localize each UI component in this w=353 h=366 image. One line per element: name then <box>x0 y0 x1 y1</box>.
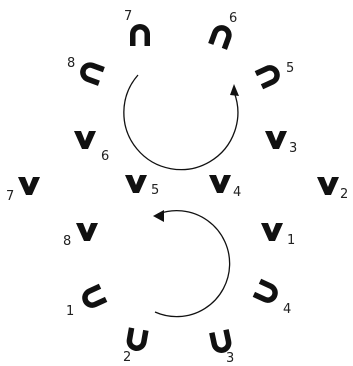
chevron-v-icon <box>261 223 283 241</box>
magnet-u-icon <box>254 61 284 90</box>
middle-right-label: 2 <box>340 187 348 202</box>
lower-u-label-3: 3 <box>226 351 234 366</box>
upper-ring-arrowhead <box>230 84 239 96</box>
chevron-v-icon <box>76 223 98 241</box>
lower-u-label-2: 2 <box>123 350 131 365</box>
magnet-u-icon <box>252 278 282 307</box>
chevron-v-icon <box>209 175 231 193</box>
chevron-v-icon <box>317 177 339 195</box>
magnet-u-icon <box>130 24 150 46</box>
upper-ring-arrow <box>123 74 239 171</box>
chevron-v-icon <box>74 131 96 149</box>
lower-ring-arrow <box>154 209 231 318</box>
upper-v-label-6: 6 <box>101 149 109 164</box>
lower-u-label-4: 4 <box>283 302 291 317</box>
upper-v-label-3: 3 <box>289 141 297 156</box>
lower-u-label-1: 1 <box>66 304 74 319</box>
lower-v-label-1: 1 <box>287 233 295 248</box>
magnet-u-icon <box>78 283 108 312</box>
lower-ring-arrowhead <box>153 210 164 222</box>
upper-v-label-4: 4 <box>233 185 241 200</box>
middle-left-label: 7 <box>6 189 14 204</box>
chevron-v-icon <box>125 175 147 193</box>
chevron-v-icon <box>265 131 287 149</box>
upper-u-label-6: 6 <box>229 11 237 26</box>
upper-u-label-5: 5 <box>286 61 294 76</box>
lower-v-label-8: 8 <box>63 234 71 249</box>
magnet-u-icon <box>77 59 105 86</box>
upper-v-label-5: 5 <box>151 183 159 198</box>
magnet-u-icon <box>208 22 235 50</box>
magnet-u-icon <box>125 327 149 353</box>
upper-u-label-7: 7 <box>124 9 132 24</box>
chevron-v-icon <box>18 177 40 195</box>
upper-u-label-8: 8 <box>67 56 75 71</box>
